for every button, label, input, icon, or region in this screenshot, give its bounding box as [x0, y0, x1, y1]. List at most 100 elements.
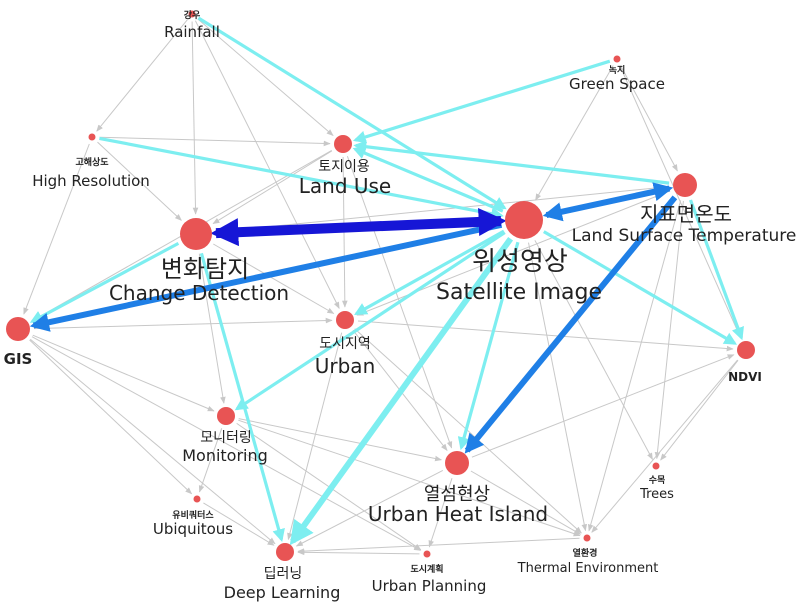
node-label-ko-satellite-image: 위성영상 — [472, 247, 568, 277]
node-label-ko-urban: 도시지역 — [319, 336, 371, 352]
node-label-en-trees: Trees — [639, 487, 674, 502]
edge-rainfall-to-change_detection — [191, 21, 199, 215]
edge-high_resolution-to-land_use — [99, 136, 331, 147]
node-deep-learning[interactable] — [276, 543, 294, 561]
edge-urban-to-thermal_environment — [354, 328, 582, 534]
edge-monitoring-to-ubiquitous — [198, 428, 223, 493]
edge-rainfall-to-high_resolution — [96, 19, 188, 132]
node-change-detection[interactable] — [180, 218, 212, 250]
edge-ndvi-to-thermal_environment — [591, 359, 738, 533]
edge-satellite_image-to-gis — [29, 221, 503, 332]
node-label-ko-green-space: 녹지 — [609, 64, 626, 76]
node-label-en-lst: Land Surface Temperature — [572, 226, 797, 246]
edge-gis-to-monitoring — [32, 334, 215, 412]
node-label-en-rainfall: Rainfall — [164, 23, 220, 41]
edge-green_space-to-satellite_image — [535, 65, 614, 201]
node-label-en-high-resolution: High Resolution — [32, 172, 150, 190]
node-label-en-thermal-environment: Thermal Environment — [517, 561, 659, 576]
edge-satellite_image-to-monitoring — [234, 231, 506, 411]
node-label-ko-trees: 수목 — [649, 475, 666, 486]
node-land-use[interactable] — [334, 135, 352, 153]
node-label-en-gis: GIS — [4, 350, 33, 368]
edge-gis-to-ubiquitous — [29, 339, 193, 495]
edge-ubiquitous-to-deep_learning — [203, 502, 275, 546]
node-label-en-ndvi: NDVI — [728, 370, 762, 384]
node-layer — [6, 10, 755, 561]
node-trees[interactable] — [652, 462, 660, 470]
node-label-en-urban-heat-island: Urban Heat Island — [368, 502, 548, 526]
node-rainfall[interactable] — [188, 10, 196, 18]
edge-satellite_image-to-deep_learning — [289, 236, 514, 546]
edge-urban-to-ndvi — [357, 320, 734, 352]
edge-green_space-to-land_use — [352, 59, 611, 144]
node-label-ko-deep-learning: 딥러닝 — [264, 566, 303, 582]
node-label-ko-rainfall: 강우 — [184, 9, 201, 21]
edge-urban_heat_island-to-deep_learning — [295, 469, 444, 547]
node-label-ko-urban-heat-island: 열섬현상 — [424, 484, 490, 505]
node-urban-planning[interactable] — [423, 550, 431, 558]
node-label-ko-high-resolution: 고해상도 — [75, 156, 109, 168]
edge-satellite_image-to-urban_heat_island — [457, 241, 520, 451]
edge-change_detection-to-urban — [213, 243, 335, 314]
edge-rainfall-to-urban — [194, 20, 340, 310]
edge-change_detection-to-deep_learning — [199, 252, 285, 542]
edge-gis-to-urban — [33, 317, 333, 330]
edge-green_space-to-lst — [620, 65, 678, 172]
edge-satellite_image-to-ndvi — [542, 230, 738, 345]
edge-lst-to-urban_heat_island — [464, 195, 678, 454]
edge-thermal_environment-to-deep_learning — [297, 537, 580, 554]
node-label-en-deep-learning: Deep Learning — [224, 583, 341, 602]
node-lst[interactable] — [673, 173, 697, 197]
edge-change_detection-to-gis — [29, 241, 180, 323]
node-label-en-satellite-image: Satellite Image — [436, 280, 602, 305]
edge-gis-to-deep_learning — [29, 338, 276, 545]
edge-layer — [23, 16, 744, 556]
node-label-ko-urban-planning: 도시계획 — [410, 563, 443, 575]
edge-urban_heat_island-to-ndvi — [471, 354, 735, 458]
edge-urban-to-deep_learning — [287, 332, 343, 541]
node-label-en-urban-planning: Urban Planning — [372, 577, 487, 595]
edge-gis-to-urban_planning — [31, 336, 422, 551]
node-label-ko-land-use: 토지이용 — [318, 159, 370, 175]
edge-lst-to-land_use — [353, 140, 670, 185]
node-urban-heat-island[interactable] — [445, 451, 469, 475]
edge-urban_heat_island-to-thermal_environment — [470, 470, 582, 535]
node-label-ko-ubiquitous: 유비쿼터스 — [172, 509, 214, 521]
node-label-en-change-detection: Change Detection — [109, 281, 289, 305]
node-monitoring[interactable] — [217, 407, 235, 425]
node-high-resolution[interactable] — [88, 133, 96, 141]
edge-change_detection-to-monitoring — [198, 253, 226, 404]
edge-satellite_image-to-thermal_environment — [528, 242, 588, 532]
node-satellite-image[interactable] — [505, 201, 543, 239]
node-label-en-ubiquitous: Ubiquitous — [153, 520, 233, 538]
node-label-en-land-use: Land Use — [299, 174, 392, 198]
edge-ndvi-to-trees — [660, 359, 739, 461]
edge-rainfall-to-land_use — [197, 18, 334, 136]
node-label-en-urban: Urban — [315, 354, 376, 378]
node-ndvi[interactable] — [737, 341, 755, 359]
edge-high_resolution-to-satellite_image — [99, 136, 504, 221]
edge-high_resolution-to-gis — [23, 143, 90, 315]
node-ubiquitous[interactable] — [193, 495, 201, 503]
node-label-ko-change-detection: 변화탐지 — [161, 255, 249, 283]
edge-satellite_image-to-trees — [534, 240, 653, 461]
node-label-ko-lst: 지표면온도 — [640, 202, 732, 226]
node-label-en-monitoring: Monitoring — [182, 446, 268, 465]
edge-urban_planning-to-deep_learning — [297, 549, 420, 556]
edge-lst-to-thermal_environment — [587, 200, 682, 532]
node-label-ko-thermal-environment: 열환경 — [573, 547, 598, 559]
node-green-space[interactable] — [613, 55, 621, 63]
edge-lst-to-ndvi — [688, 199, 744, 341]
edge-lst-to-trees — [654, 200, 684, 460]
node-urban[interactable] — [336, 311, 354, 329]
edge-lst-to-satellite_image — [542, 182, 674, 222]
edge-urban_heat_island-to-urban_planning — [428, 478, 453, 548]
edge-monitoring-to-urban_heat_island — [238, 418, 442, 462]
node-thermal-environment[interactable] — [583, 534, 591, 542]
edge-rainfall-to-satellite_image — [197, 16, 507, 210]
node-gis[interactable] — [6, 317, 30, 341]
edge-monitoring-to-thermal_environment — [238, 419, 581, 537]
